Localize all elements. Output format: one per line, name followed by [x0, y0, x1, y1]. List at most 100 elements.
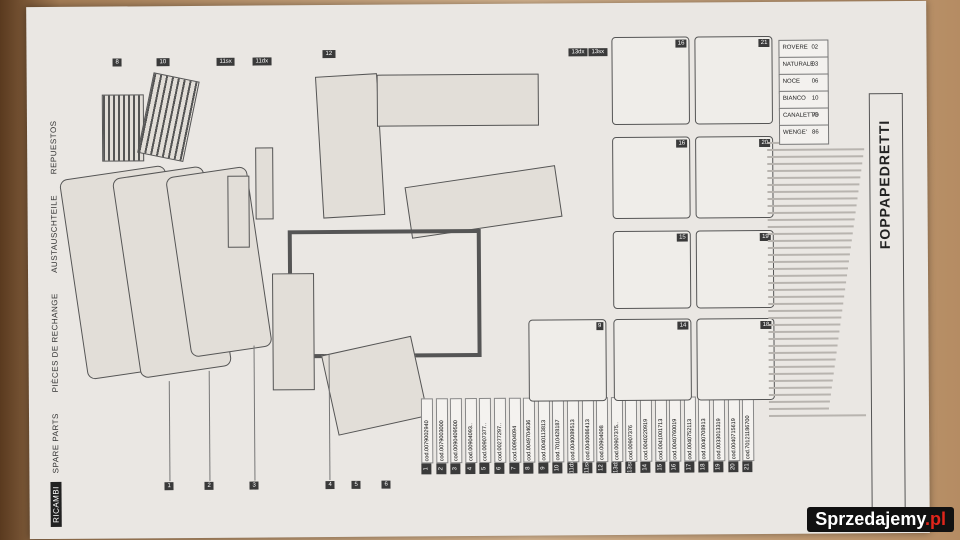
code-row-number: 14 — [640, 461, 651, 473]
callout-5: 5 — [351, 480, 361, 489]
header-repuestos: REPUESTOS — [48, 120, 59, 175]
hardware-box-16b: 16 — [612, 136, 691, 220]
callout-13dx: 13dx — [568, 48, 588, 57]
code-row-number: 3 — [450, 463, 461, 475]
code-row-code: cod.0049704636 — [523, 397, 536, 463]
callout-11dx: 11dx — [252, 57, 272, 66]
note-line — [768, 309, 843, 312]
frame-4 — [287, 228, 482, 359]
note-line — [768, 386, 832, 389]
note-line — [767, 260, 849, 263]
note-line — [767, 246, 851, 249]
hardware-box-14: 14 — [613, 318, 692, 402]
header-pieces: PIÈCES DE RECHANGE — [50, 293, 60, 393]
callout-11sx: 11sx — [216, 57, 235, 66]
leader-1 — [168, 381, 171, 482]
code-row-number: 10 — [552, 462, 563, 474]
callout-8: 8 — [112, 58, 122, 67]
code-row-code: cod.00277297.. — [493, 397, 507, 463]
code-row-code: cod.70121186700 — [742, 396, 755, 462]
note-line — [767, 148, 865, 151]
code-row-number: 2 — [435, 463, 447, 475]
note-line — [767, 176, 861, 179]
box-label: 16 — [676, 139, 688, 148]
code-row-code: cod.0040752113 — [683, 396, 697, 462]
side-panel-13b — [404, 165, 563, 239]
code-row-number: 18 — [698, 461, 709, 473]
note-line — [767, 267, 849, 270]
finish-code: 06 — [811, 78, 819, 85]
hardware-box-18: 18 — [696, 317, 775, 401]
hardware-box-21: 21 — [694, 35, 773, 125]
finish-name: ROVERE — [782, 44, 808, 51]
note-line — [767, 190, 859, 193]
note-line — [767, 253, 850, 256]
box-label: 14 — [677, 321, 689, 330]
note-line — [769, 414, 867, 417]
code-row-code: cod.0090409500 — [450, 398, 463, 464]
code-row-code: cod.00907377.. — [479, 397, 492, 463]
code-row-number: 12 — [596, 462, 607, 474]
code-row-code: cod.0040113813 — [537, 397, 551, 463]
header-spare: SPARE PARTS — [50, 413, 61, 474]
note-line — [768, 365, 835, 368]
note-line — [768, 295, 845, 298]
finish-name: WENGE' — [783, 129, 807, 136]
code-row-number: 7 — [508, 462, 520, 474]
box-label: 16 — [675, 39, 687, 48]
finish-name: NATURALE — [782, 61, 815, 68]
note-line — [768, 281, 847, 284]
note-line — [767, 225, 854, 228]
note-line — [768, 302, 844, 305]
note-line — [768, 372, 834, 375]
brand-name: FOPPAPEDRETTI — [875, 119, 893, 250]
drawer-12 — [314, 73, 386, 219]
code-row-number: 21 — [742, 461, 753, 473]
code-row-code: cod.0040220919 — [639, 396, 653, 462]
code-row-number: 8 — [523, 462, 534, 474]
note-line — [768, 330, 840, 333]
grille-10 — [137, 72, 200, 163]
code-row-number: 19 — [713, 461, 724, 473]
box-label: 15 — [677, 233, 688, 242]
note-line — [768, 358, 836, 361]
code-row-number: 16 — [669, 461, 680, 473]
box-label: 9 — [596, 322, 604, 331]
finish-code: 86 — [812, 129, 819, 136]
code-row-code: cod.0040708913 — [698, 396, 711, 462]
code-row-number: 15 — [654, 461, 666, 473]
code-row-code: cod.0041001713 — [654, 396, 667, 462]
finish-code: 03 — [811, 61, 819, 68]
note-line — [767, 183, 860, 186]
callout-3: 3 — [249, 481, 259, 490]
code-row-code: cod.0040086413 — [581, 397, 594, 463]
note-line — [767, 211, 856, 214]
note-line — [768, 288, 846, 291]
header-ricambi: RICAMBI — [50, 482, 62, 527]
code-row-number: 9 — [538, 462, 549, 474]
code-row-code: cod.7010428187 — [552, 397, 565, 463]
code-row-code: cod.0079003000 — [435, 398, 448, 464]
note-line — [768, 344, 838, 347]
finish-row: WENGE' 86 — [778, 124, 830, 145]
watermark-text: Sprzedajemy — [815, 509, 925, 529]
note-line — [768, 337, 839, 340]
callout-6: 6 — [381, 480, 391, 489]
leader-2 — [208, 370, 211, 481]
callout-1: 1 — [164, 482, 174, 491]
code-row-number: 20 — [727, 461, 739, 473]
